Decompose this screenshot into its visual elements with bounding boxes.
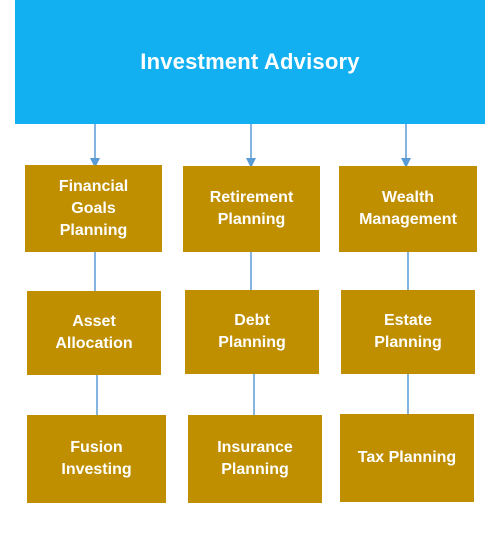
node-estate-planning: Estate Planning [341, 290, 475, 374]
node-retirement-planning: Retirement Planning [183, 166, 320, 252]
node-debt-planning: Debt Planning [185, 290, 319, 374]
node-insurance-planning: Insurance Planning [188, 415, 322, 503]
node-label: Asset Allocation [55, 313, 133, 352]
root-node-investment-advisory: Investment Advisory [15, 0, 485, 124]
node-financial-goals-planning: Financial Goals Planning [25, 165, 162, 252]
node-asset-allocation: Asset Allocation [27, 291, 161, 375]
node-label: Debt Planning [218, 312, 286, 351]
node-label: Wealth Management [359, 189, 457, 228]
root-node-label: Investment Advisory [140, 49, 360, 74]
node-label: Estate Planning [374, 312, 442, 351]
node-label: Financial Goals Planning [58, 177, 129, 239]
node-label: Retirement Planning [209, 189, 294, 228]
node-tax-planning: Tax Planning [340, 414, 474, 502]
node-label: Tax Planning [357, 449, 457, 466]
node-label: Fusion Investing [61, 439, 132, 478]
node-fusion-investing: Fusion Investing [27, 415, 166, 503]
node-wealth-management: Wealth Management [339, 166, 477, 252]
node-label: Insurance Planning [217, 439, 293, 478]
